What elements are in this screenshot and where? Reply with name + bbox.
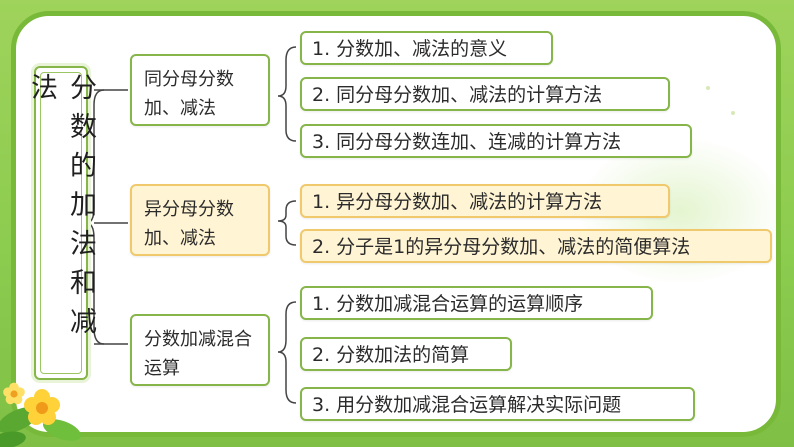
branch-brace xyxy=(277,46,297,142)
leaf-icon xyxy=(0,407,82,447)
item-label: 1. 异分母分数加、减法的计算方法 xyxy=(312,191,603,213)
item-label: 2. 分数加法的简算 xyxy=(312,344,470,366)
item-box: 1. 异分母分数加、减法的计算方法 xyxy=(300,184,670,218)
item-box: 2. 同分母分数加、减法的计算方法 xyxy=(300,77,670,111)
sparkle-dot xyxy=(731,111,735,115)
item-label: 1. 分数加减混合运算的运算顺序 xyxy=(312,293,584,315)
branch-label: 分数加减混合运算 xyxy=(144,329,252,379)
branch-brace xyxy=(277,200,297,246)
branch-brace xyxy=(277,301,297,404)
item-label: 2. 分子是1的异分母分数加、减法的简便算法 xyxy=(312,236,691,258)
item-box: 3. 用分数加减混合运算解决实际问题 xyxy=(300,387,695,421)
flower-icon xyxy=(3,382,25,405)
item-label: 3. 用分数加减混合运算解决实际问题 xyxy=(312,394,622,416)
item-label: 1. 分数加、减法的意义 xyxy=(312,38,508,60)
item-label: 3. 同分母分数连加、连减的计算方法 xyxy=(312,131,622,153)
item-box: 3. 同分母分数连加、连减的计算方法 xyxy=(300,124,692,158)
flower-decoration xyxy=(0,382,82,447)
flower-icon xyxy=(24,389,60,425)
item-box: 1. 分数加、减法的意义 xyxy=(300,31,553,65)
item-box: 1. 分数加减混合运算的运算顺序 xyxy=(300,286,653,320)
branch-label: 异分母分数加、减法 xyxy=(144,199,234,249)
item-box: 2. 分子是1的异分母分数加、减法的简便算法 xyxy=(300,229,772,263)
branch-box-2: 异分母分数加、减法 xyxy=(130,184,270,256)
item-box: 2. 分数加法的简算 xyxy=(300,337,512,371)
branch-box-3: 分数加减混合运算 xyxy=(130,314,270,386)
item-label: 2. 同分母分数加、减法的计算方法 xyxy=(312,84,603,106)
root-node-inner: 分数的加法和减法 xyxy=(26,72,96,374)
root-node: 分数的加法和减法 xyxy=(26,66,96,380)
root-label: 分数的加法和减法 xyxy=(26,73,96,346)
branch-label: 同分母分数加、减法 xyxy=(144,69,234,119)
sparkle-dot xyxy=(706,86,710,90)
branch-box-1: 同分母分数加、减法 xyxy=(130,54,270,126)
